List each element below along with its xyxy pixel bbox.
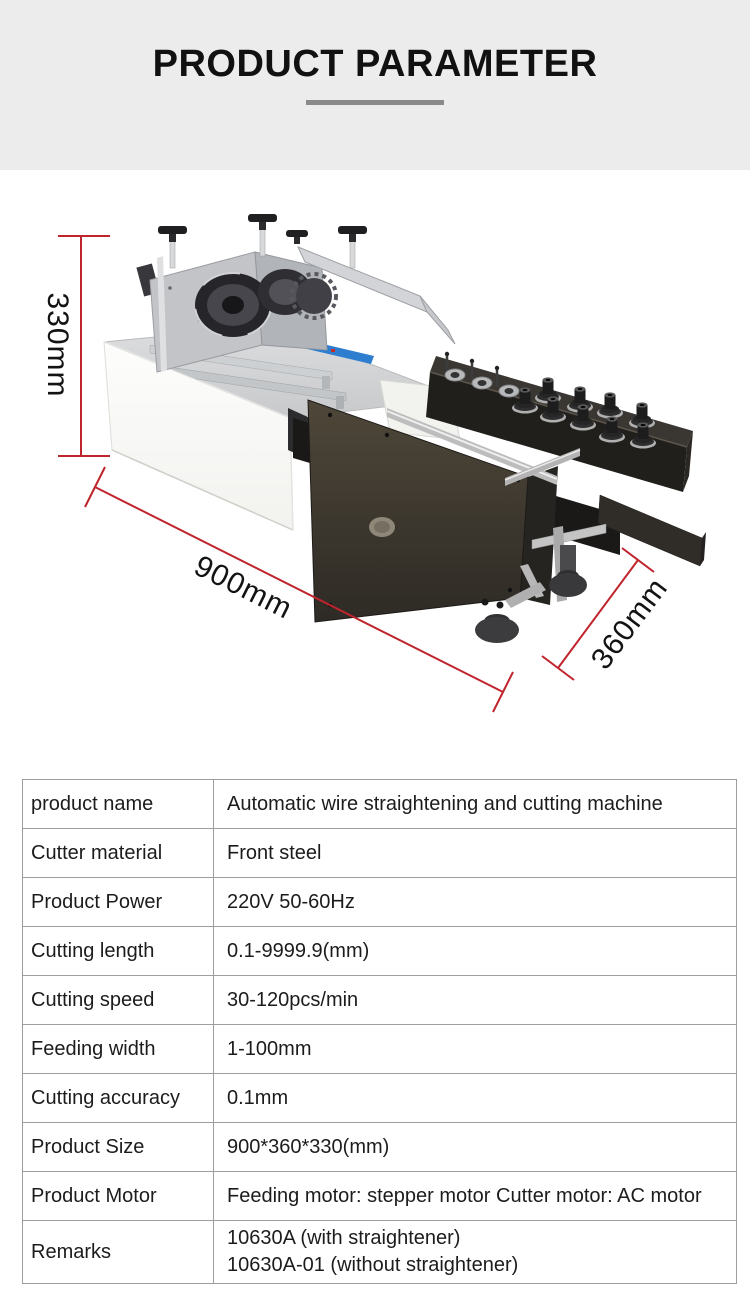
table-row: Product Size 900*360*330(mm) xyxy=(22,1122,737,1172)
table-row: Cutting speed 30-120pcs/min xyxy=(22,975,737,1025)
spec-label: Cutting speed xyxy=(22,975,214,1025)
spec-value: 1-100mm xyxy=(213,1024,737,1074)
spec-value: 0.1mm xyxy=(213,1073,737,1123)
cutter-mechanism xyxy=(136,214,456,373)
spec-value: 30-120pcs/min xyxy=(213,975,737,1025)
machine-housing xyxy=(103,341,310,531)
spec-value: 900*360*330(mm) xyxy=(213,1122,737,1172)
spec-label: Cutter material xyxy=(22,828,214,878)
spec-label: Cutting accuracy xyxy=(22,1073,214,1123)
table-row: Cutting length 0.1-9999.9(mm) xyxy=(22,926,737,976)
roller-rail xyxy=(426,351,693,492)
spec-label: product name xyxy=(22,779,214,829)
title-underline xyxy=(306,99,444,105)
lower-rail xyxy=(597,494,706,567)
table-row: Cutting accuracy 0.1mm xyxy=(22,1073,737,1123)
spec-label: Product Size xyxy=(22,1122,214,1172)
spec-label: Remarks xyxy=(22,1220,214,1284)
spec-label: Product Motor xyxy=(22,1171,214,1221)
spec-label: Product Power xyxy=(22,877,214,927)
spec-value: Front steel xyxy=(213,828,737,878)
machine-legs xyxy=(475,448,607,643)
dimension-line-depth xyxy=(541,547,655,681)
table-row: Cutter material Front steel xyxy=(22,828,737,878)
table-row: product name Automatic wire straightenin… xyxy=(22,779,737,829)
machine-photo xyxy=(58,214,706,713)
spec-value: 0.1-9999.9(mm) xyxy=(213,926,737,976)
table-row: Feeding width 1-100mm xyxy=(22,1024,737,1074)
spec-value: Feeding motor: stepper motor Cutter moto… xyxy=(213,1171,737,1221)
spec-label: Feeding width xyxy=(22,1024,214,1074)
remarks-line-1: 10630A (with straightener) xyxy=(227,1227,461,1249)
dimension-line-length xyxy=(84,466,514,713)
spec-label: Cutting length xyxy=(22,926,214,976)
spec-value: 10630A (with straightener) 10630A-01 (wi… xyxy=(213,1220,737,1284)
spec-value: 220V 50-60Hz xyxy=(213,877,737,927)
page-title: PRODUCT PARAMETER xyxy=(152,43,598,85)
spec-value: Automatic wire straightening and cutting… xyxy=(213,779,737,829)
dimension-lines xyxy=(58,235,655,713)
spec-table-body: product name Automatic wire straightenin… xyxy=(22,779,737,1284)
table-row: Product Motor Feeding motor: stepper mot… xyxy=(22,1171,737,1221)
dimension-line-height xyxy=(58,235,110,457)
dimension-label-height: 330mm xyxy=(41,292,74,398)
table-row: Product Power 220V 50-60Hz xyxy=(22,877,737,927)
header-band: PRODUCT PARAMETER xyxy=(0,0,750,175)
spec-table: product name Automatic wire straightenin… xyxy=(22,779,737,1284)
table-row: Remarks 10630A (with straightener) 10630… xyxy=(22,1220,737,1284)
product-figure: 330mm 900mm 360mm xyxy=(0,170,750,778)
remarks-line-2: 10630A-01 (without straightener) xyxy=(227,1254,519,1276)
